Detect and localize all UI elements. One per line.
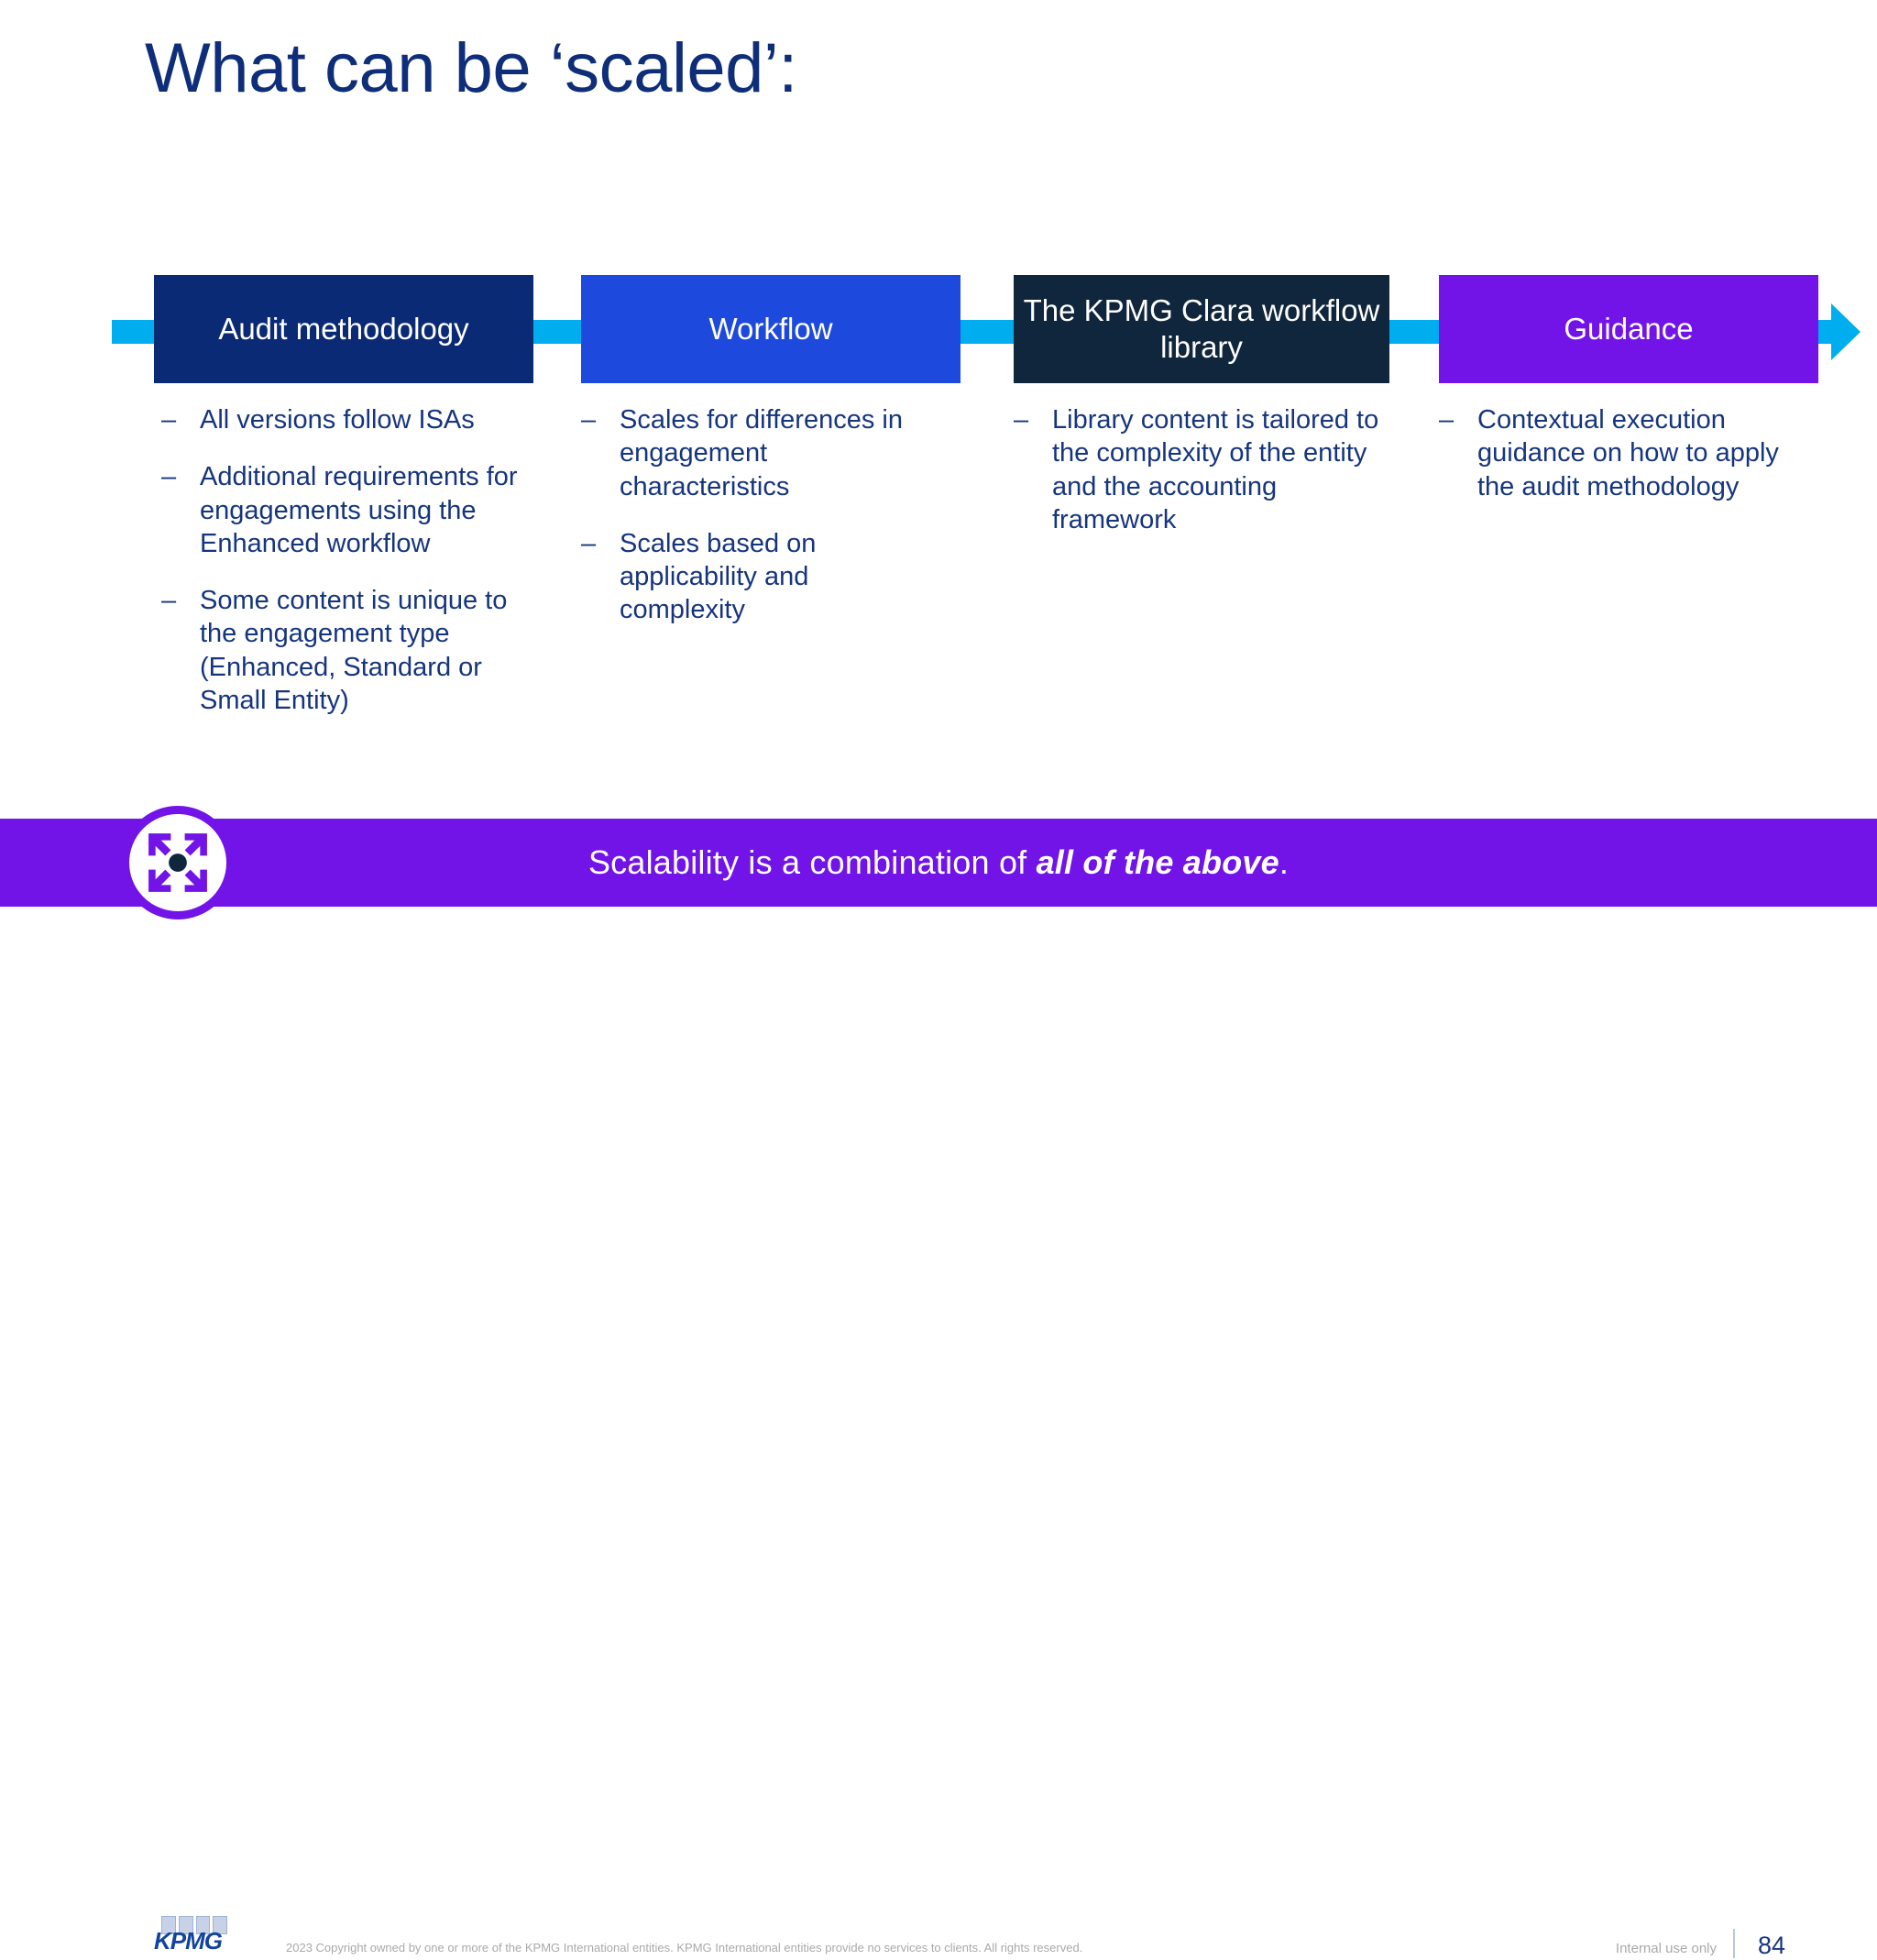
flow-box-clara-workflow-library[interactable]: The KPMG Clara workflow library xyxy=(1014,275,1389,383)
bullet-text: Library content is tailored to the compl… xyxy=(1052,405,1379,534)
connector-segment-3 xyxy=(1381,320,1442,344)
connector-segment-0 xyxy=(112,320,161,344)
flow-box-label: Audit methodology xyxy=(218,312,469,347)
kpmg-logo: KPMG xyxy=(154,1916,229,1956)
bullet-column-guidance: – Contextual execution guidance on how t… xyxy=(1439,403,1806,527)
bullet-marker: – xyxy=(161,462,177,492)
footer-divider xyxy=(1733,1929,1735,1958)
copyright-text: 2023 Copyright owned by one or more of t… xyxy=(286,1941,1083,1954)
scalability-banner: Scalability is a combination of all of t… xyxy=(0,819,1877,907)
slide-footer: KPMG 2023 Copyright owned by one or more… xyxy=(0,953,1877,1959)
banner-text-after: . xyxy=(1279,843,1290,881)
list-item: – Scales for differences in engagement c… xyxy=(581,403,911,503)
process-flow: Audit methodology Workflow The KPMG Clar… xyxy=(0,275,1877,383)
list-item: – Some content is unique to the engageme… xyxy=(161,584,528,717)
flow-box-label: Guidance xyxy=(1564,312,1694,347)
flow-box-guidance[interactable]: Guidance xyxy=(1439,275,1818,383)
bullet-marker: – xyxy=(161,586,177,615)
bullet-column-audit-methodology: – All versions follow ISAs – Additional … xyxy=(161,403,528,741)
flow-box-label: Workflow xyxy=(708,312,833,347)
bullet-column-clara-workflow-library: – Library content is tailored to the com… xyxy=(1014,403,1380,560)
bullet-marker: – xyxy=(1014,405,1029,435)
flow-box-workflow[interactable]: Workflow xyxy=(581,275,960,383)
list-item: – Library content is tailored to the com… xyxy=(1014,403,1380,536)
arrow-right-icon xyxy=(1831,303,1861,360)
bullet-column-workflow: – Scales for differences in engagement c… xyxy=(581,403,911,651)
bullet-marker: – xyxy=(1439,405,1454,435)
bullet-marker: – xyxy=(581,528,597,558)
flow-box-label: The KPMG Clara workflow library xyxy=(1023,293,1380,364)
connector-segment-1 xyxy=(527,320,587,344)
classification-label: Internal use only xyxy=(1615,1941,1717,1956)
bullet-marker: – xyxy=(581,405,597,435)
bullet-text: Scales based on applicability and comple… xyxy=(620,528,817,625)
banner-text-emphasis: all of the above xyxy=(1036,843,1279,881)
page-number: 84 xyxy=(1757,1932,1785,1959)
flow-box-audit-methodology[interactable]: Audit methodology xyxy=(154,275,533,383)
scale-expand-icon xyxy=(121,806,235,919)
page-title: What can be ‘scaled’: xyxy=(145,29,797,107)
list-item: – Scales based on applicability and comp… xyxy=(581,527,911,627)
bullet-marker: – xyxy=(161,405,177,435)
connector-segment-2 xyxy=(954,320,1015,344)
kpmg-logo-wordmark: KPMG xyxy=(154,1927,223,1954)
bullet-text: Some content is unique to the engagement… xyxy=(200,586,508,715)
bullet-text: Scales for differences in engagement cha… xyxy=(620,405,903,501)
bullet-text: All versions follow ISAs xyxy=(200,405,475,435)
banner-text-before: Scalability is a combination of xyxy=(587,843,1037,881)
list-item: – Additional requirements for engagement… xyxy=(161,460,528,560)
banner-text: Scalability is a combination of all of t… xyxy=(588,843,1289,882)
bullet-text: Additional requirements for engagements … xyxy=(200,462,518,558)
list-item: – All versions follow ISAs xyxy=(161,403,528,436)
list-item: – Contextual execution guidance on how t… xyxy=(1439,403,1806,503)
bullet-text: Contextual execution guidance on how to … xyxy=(1477,405,1779,501)
